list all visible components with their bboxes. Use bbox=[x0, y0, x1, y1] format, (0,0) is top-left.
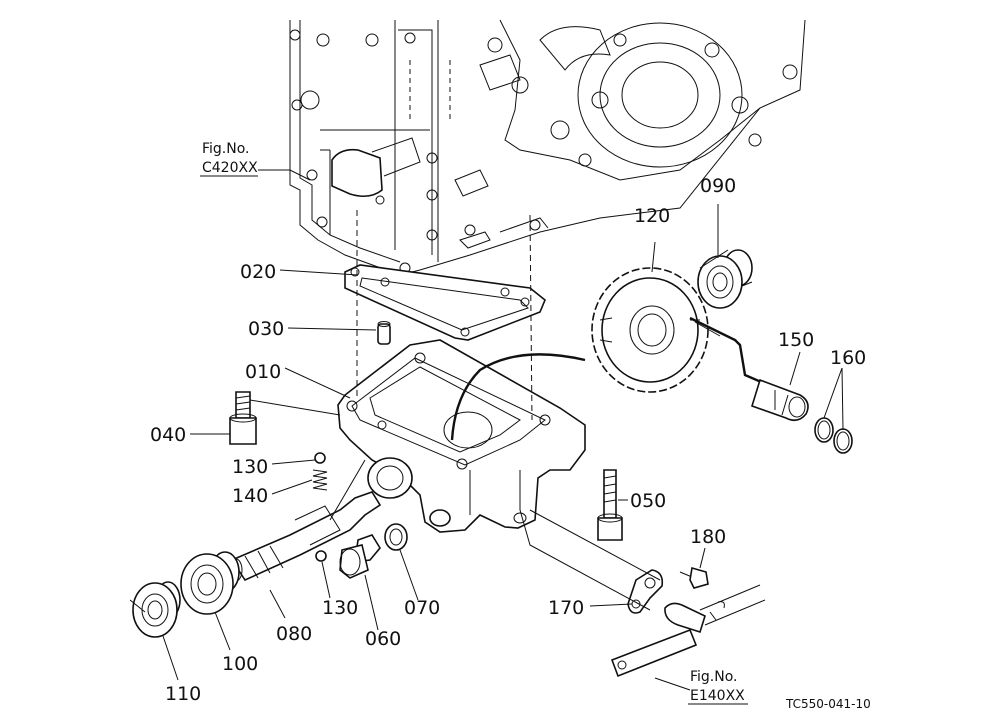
fig-ref-e140: Fig.No. E140XX bbox=[688, 669, 748, 705]
label-180: 180 bbox=[690, 526, 726, 548]
label-070: 070 bbox=[404, 597, 440, 619]
transmission-case bbox=[289, 19, 806, 276]
label-110: 110 bbox=[165, 683, 201, 705]
assembly-arrow bbox=[450, 353, 586, 441]
fig-ref-c420-line1: Fig.No. bbox=[202, 141, 250, 157]
label-120: 120 bbox=[634, 205, 670, 227]
label-080: 080 bbox=[276, 623, 312, 645]
gasket-020 bbox=[344, 264, 546, 341]
label-130-upper: 130 bbox=[232, 456, 268, 478]
housing-010 bbox=[337, 339, 586, 533]
bolt-180 bbox=[679, 566, 709, 589]
fig-ref-c420: Fig.No. C420XX bbox=[200, 141, 258, 177]
fig-ref-c420-line2: C420XX bbox=[202, 160, 258, 176]
label-170: 170 bbox=[548, 597, 584, 619]
bolt-050 bbox=[597, 469, 623, 541]
label-140: 140 bbox=[232, 485, 268, 507]
linkage-rod bbox=[610, 584, 766, 678]
label-160: 160 bbox=[830, 347, 866, 369]
fig-ref-e140-line1: Fig.No. bbox=[690, 669, 738, 685]
label-010: 010 bbox=[245, 361, 281, 383]
label-020: 020 bbox=[240, 261, 276, 283]
label-150: 150 bbox=[778, 329, 814, 351]
gear-120 bbox=[591, 267, 709, 393]
label-050: 050 bbox=[630, 490, 666, 512]
plug-060 bbox=[339, 534, 381, 579]
detent-ball-spring bbox=[312, 452, 328, 562]
drawing-code: TC550-041-10 bbox=[785, 697, 871, 711]
o-rings-160 bbox=[814, 417, 853, 454]
bearing-090 bbox=[697, 249, 753, 309]
label-030: 030 bbox=[248, 318, 284, 340]
plate-170 bbox=[627, 569, 664, 614]
leader-lines bbox=[129, 169, 844, 691]
fig-ref-e140-line2: E140XX bbox=[690, 688, 745, 704]
label-040: 040 bbox=[150, 424, 186, 446]
label-130-lower: 130 bbox=[322, 597, 358, 619]
shaft-080 bbox=[229, 491, 382, 582]
bolt-040 bbox=[229, 391, 257, 445]
dowel-pin-030 bbox=[377, 321, 391, 345]
part-labels: 010 020 030 040 050 060 070 080 090 100 … bbox=[150, 175, 866, 705]
label-090: 090 bbox=[700, 175, 736, 197]
shaft-150 bbox=[689, 316, 809, 422]
bearing-100 bbox=[180, 551, 240, 615]
washer-070 bbox=[384, 523, 408, 551]
seal-110 bbox=[132, 581, 181, 638]
label-060: 060 bbox=[365, 628, 401, 650]
label-100: 100 bbox=[222, 653, 258, 675]
